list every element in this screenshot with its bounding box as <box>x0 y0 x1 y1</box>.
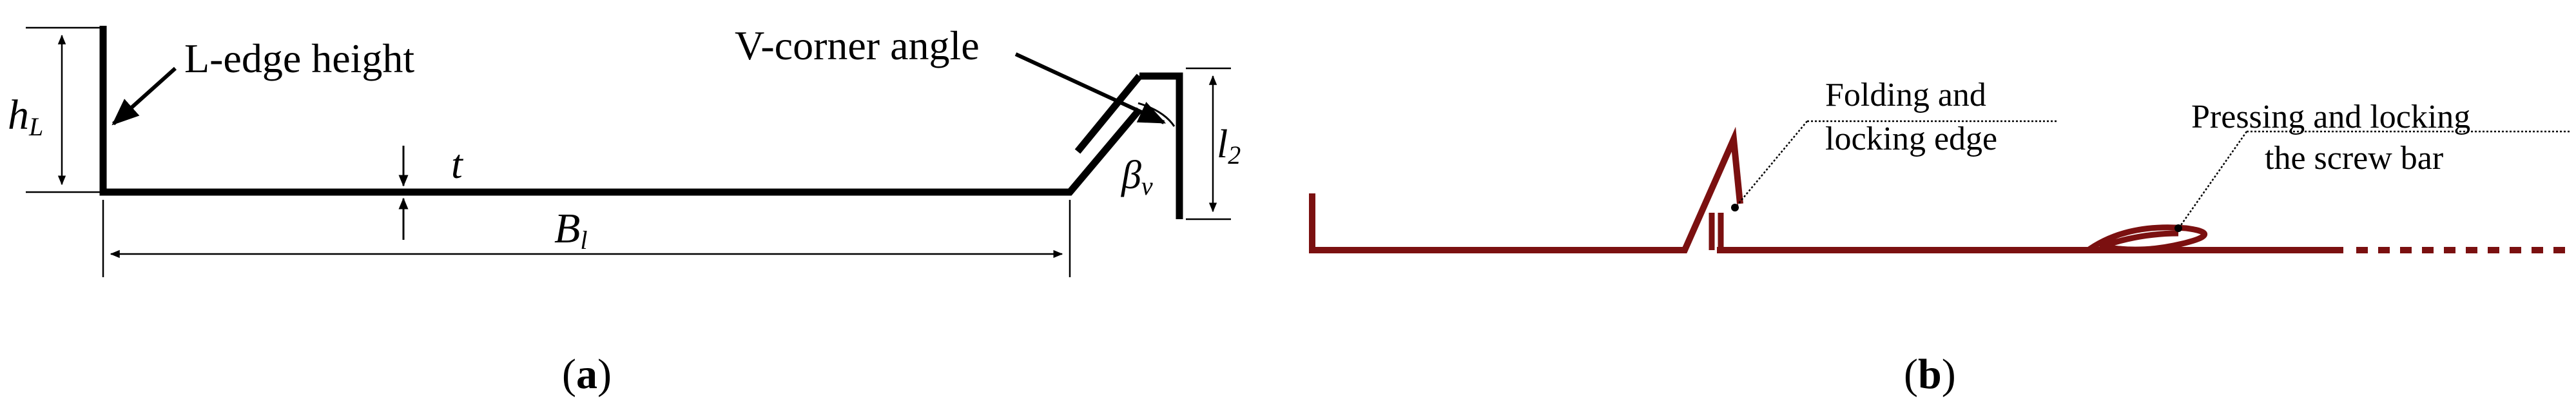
folding-label-line1: Folding and <box>1825 77 1986 113</box>
beta-angle-arc <box>1138 102 1176 127</box>
bl-dimension <box>102 200 1071 277</box>
profile-b-screw-bar-hook <box>2086 224 2207 253</box>
folding-label-line2: locking edge <box>1825 121 1997 157</box>
beta-v-label: βv <box>1121 153 1153 200</box>
pressing-label-line2: the screw bar <box>2265 140 2443 177</box>
t-label: t <box>451 141 464 187</box>
l2-label: l2 <box>1217 122 1241 170</box>
v-corner-angle-label: V-corner angle <box>735 23 980 68</box>
hl-dimension <box>26 26 103 193</box>
hl-label: hL <box>8 92 43 141</box>
profile-a-outline <box>99 26 1183 219</box>
panel-b: Folding and locking edge Pressing and lo… <box>1309 77 2571 398</box>
l-edge-leader-arrow <box>111 66 177 126</box>
folding-leader <box>1731 120 2057 211</box>
pressing-leader <box>2174 130 2570 232</box>
panel-a-caption: (a) <box>562 351 612 398</box>
pressing-label-line1: Pressing and locking <box>2191 99 2470 135</box>
panel-b-caption: (b) <box>1904 351 1956 398</box>
l2-dimension <box>1186 67 1231 220</box>
bl-label: Bl <box>554 205 587 255</box>
profile-b-locking-edge <box>1709 213 1724 250</box>
panel-a: hL L-edge height V-corner angle l2 βv t <box>8 23 1241 398</box>
profile-b-left-tray <box>1309 126 1743 253</box>
l-edge-height-label: L-edge height <box>184 35 414 81</box>
v-corner-leader-arrow <box>1014 52 1167 124</box>
